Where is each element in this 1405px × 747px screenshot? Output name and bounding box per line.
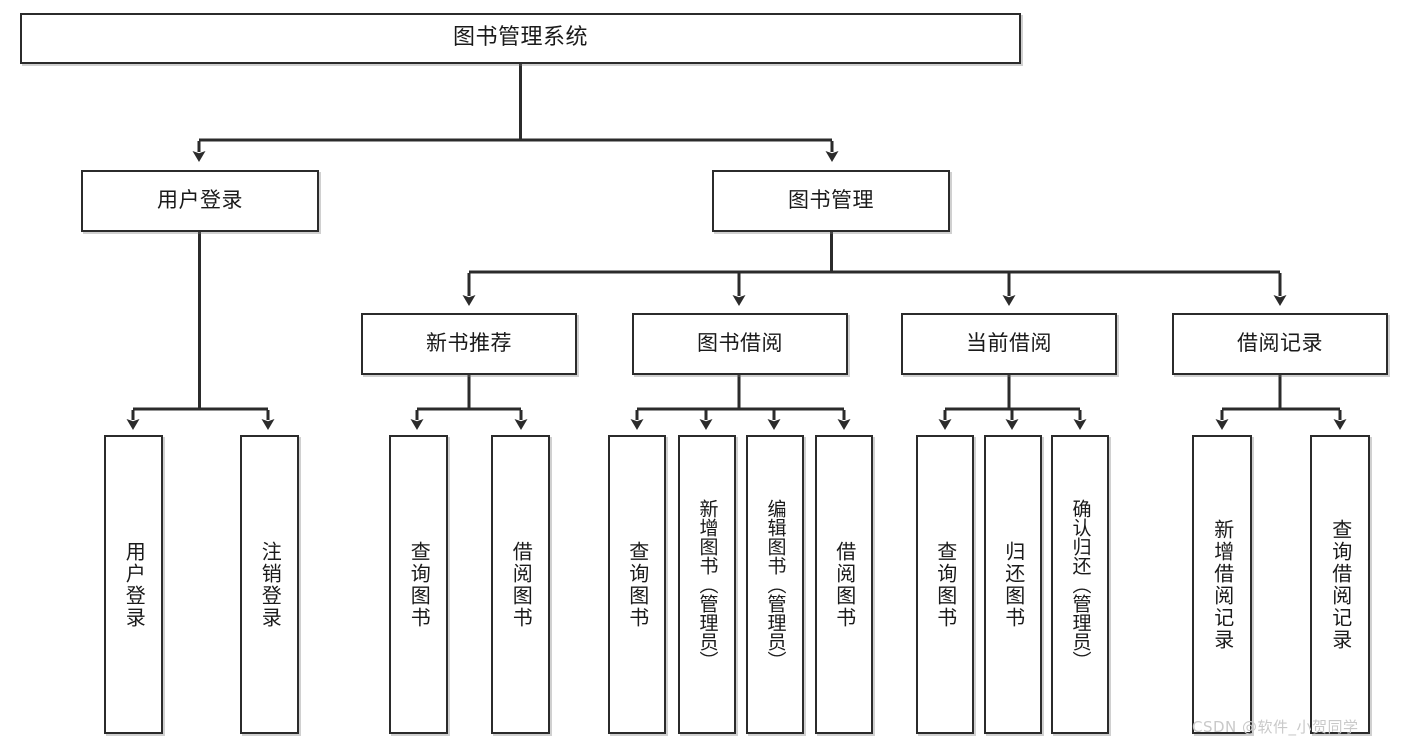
leaf-add-borrow-record[interactable]: 新增借阅记录: [1192, 435, 1252, 734]
node-label: 归还图书: [1001, 540, 1026, 629]
node-label: 查询图书: [625, 540, 650, 629]
leaf-borrow-book-recommend[interactable]: 借阅图书: [491, 435, 550, 734]
node-label: 借阅图书: [832, 540, 857, 629]
node-user-login[interactable]: 用户登录: [81, 170, 319, 232]
node-label: 查询图书: [933, 540, 958, 629]
leaf-user-logout[interactable]: 注销登录: [240, 435, 299, 734]
node-label: 用户登录: [157, 188, 243, 213]
node-root-system[interactable]: 图书管理系统: [20, 13, 1021, 64]
node-label: 查询图书: [407, 540, 432, 629]
node-label: 图书管理: [788, 188, 874, 213]
node-label: 借阅图书: [509, 540, 534, 629]
node-label: 新增图书（管理员）: [696, 499, 719, 670]
leaf-edit-book[interactable]: 编辑图书（管理员）: [746, 435, 804, 734]
node-label: 用户登录: [122, 540, 147, 629]
node-label: 当前借阅: [966, 331, 1052, 356]
node-new-book-recommend[interactable]: 新书推荐: [361, 313, 577, 375]
node-label: 图书借阅: [697, 331, 783, 356]
node-label: 编辑图书（管理员）: [764, 499, 787, 670]
node-label: 新增借阅记录: [1210, 518, 1235, 651]
leaf-query-book-current[interactable]: 查询图书: [916, 435, 974, 734]
leaf-confirm-return[interactable]: 确认归还（管理员）: [1051, 435, 1109, 734]
leaf-borrow-book[interactable]: 借阅图书: [815, 435, 873, 734]
node-book-management[interactable]: 图书管理: [712, 170, 950, 232]
leaf-add-book[interactable]: 新增图书（管理员）: [678, 435, 736, 734]
leaf-query-borrow-record[interactable]: 查询借阅记录: [1310, 435, 1370, 734]
watermark-csdn: CSDN @软件_小贺同学: [1192, 718, 1359, 736]
node-label: 新书推荐: [426, 331, 512, 356]
node-label: 借阅记录: [1237, 331, 1323, 356]
leaf-user-login[interactable]: 用户登录: [104, 435, 163, 734]
node-book-borrow[interactable]: 图书借阅: [632, 313, 848, 375]
node-label: 查询借阅记录: [1328, 518, 1353, 651]
node-label: 图书管理系统: [452, 25, 588, 51]
node-label: 注销登录: [258, 540, 283, 629]
node-borrow-record[interactable]: 借阅记录: [1172, 313, 1388, 375]
node-label: 确认归还（管理员）: [1069, 499, 1092, 670]
leaf-query-book-recommend[interactable]: 查询图书: [389, 435, 448, 734]
node-current-borrow[interactable]: 当前借阅: [901, 313, 1117, 375]
leaf-return-book[interactable]: 归还图书: [984, 435, 1042, 734]
leaf-query-book-borrow[interactable]: 查询图书: [608, 435, 666, 734]
